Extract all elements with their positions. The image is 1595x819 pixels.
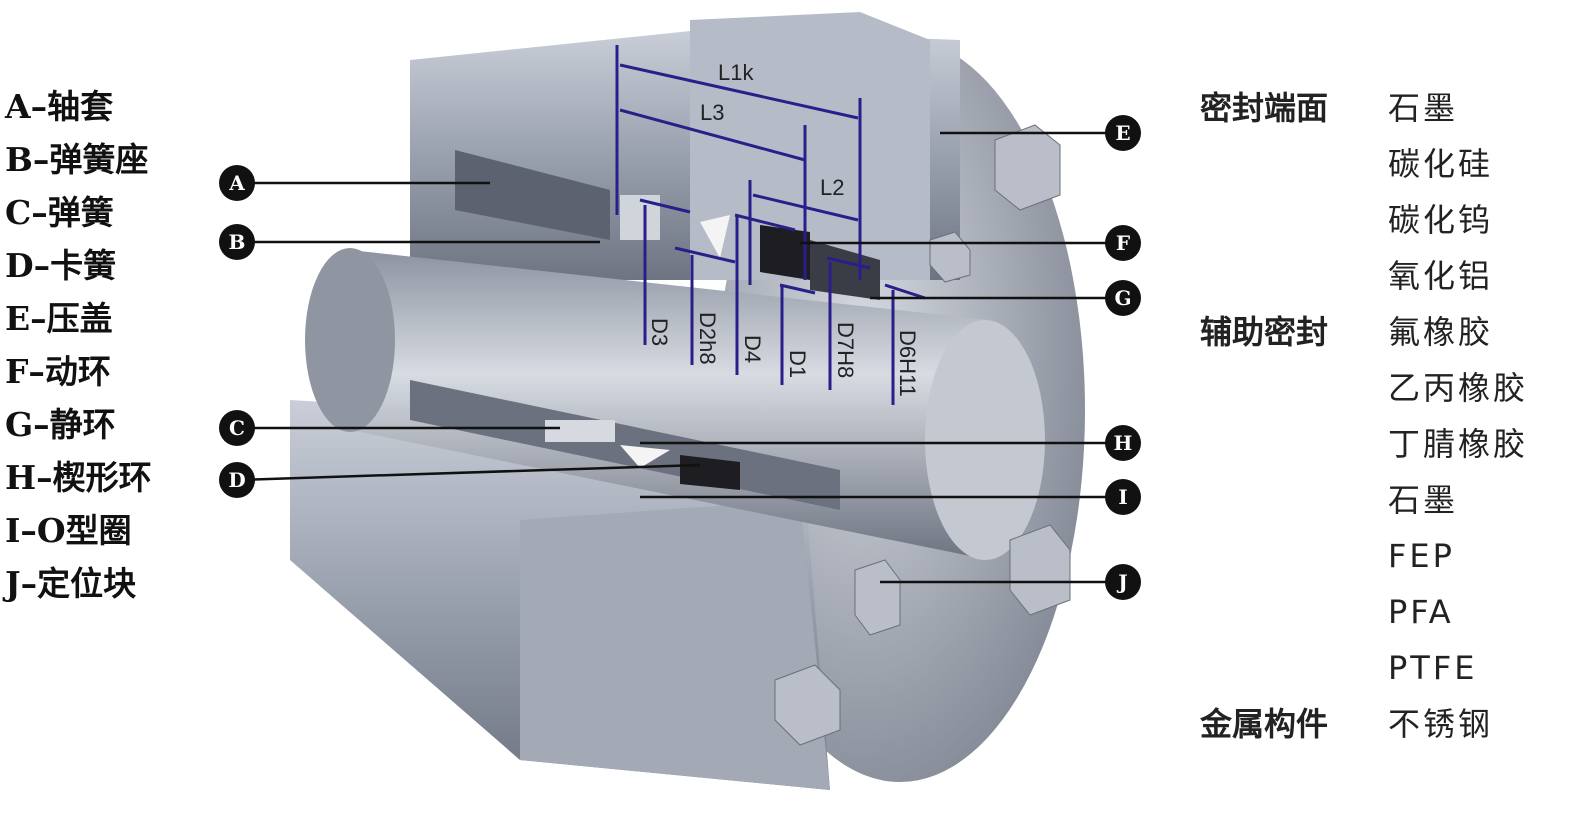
callout-markers: A B C D E F G H I J bbox=[219, 115, 1141, 600]
dimension-lines bbox=[615, 45, 926, 405]
legend-item: D–卡簧 bbox=[5, 246, 117, 285]
material-category: 密封端面 bbox=[1200, 89, 1329, 127]
svg-text:D: D bbox=[228, 468, 245, 492]
dim-D2h8: D2h8 bbox=[695, 312, 720, 365]
material-value: 碳化钨 bbox=[1388, 201, 1494, 239]
dim-D3: D3 bbox=[647, 318, 672, 346]
material-row: 石墨 bbox=[1200, 472, 1528, 528]
material-category: 辅助密封 bbox=[1200, 313, 1329, 351]
callout-H: H bbox=[1105, 425, 1141, 461]
callout-F: F bbox=[1105, 225, 1141, 261]
material-value: PTFE bbox=[1388, 649, 1478, 687]
material-value: FEP bbox=[1388, 537, 1455, 575]
legend-item: B–弹簧座 bbox=[5, 140, 149, 179]
parts-legend: A–轴套 B–弹簧座 C–弹簧 D–卡簧 E–压盖 F–动环 G–静环 H–楔形… bbox=[5, 80, 152, 610]
legend-item: G–静环 bbox=[5, 405, 116, 444]
svg-text:F: F bbox=[1116, 231, 1130, 255]
legend-item: A–轴套 bbox=[5, 87, 114, 126]
material-row: 金属构件 不锈钢 bbox=[1200, 696, 1528, 752]
material-row: 辅助密封 氟橡胶 bbox=[1200, 304, 1528, 360]
svg-text:H: H bbox=[1114, 431, 1133, 455]
svg-text:A: A bbox=[228, 171, 245, 195]
dim-L2: L2 bbox=[820, 175, 844, 200]
material-row: 密封端面 石墨 bbox=[1200, 80, 1528, 136]
material-row: 氧化铝 bbox=[1200, 248, 1528, 304]
svg-text:C: C bbox=[229, 416, 245, 440]
callout-A: A bbox=[219, 165, 255, 201]
callout-I: I bbox=[1105, 479, 1141, 515]
material-row: PFA bbox=[1200, 584, 1528, 640]
material-value: 碳化硅 bbox=[1388, 145, 1494, 183]
materials-table: 密封端面石墨 碳化硅 碳化钨 氧化铝 辅助密封氟橡胶 乙丙橡胶 丁腈橡胶 石墨 … bbox=[1200, 80, 1528, 752]
dim-D4: D4 bbox=[740, 335, 765, 363]
callout-G: G bbox=[1105, 280, 1141, 316]
material-value: PFA bbox=[1388, 593, 1454, 631]
material-row: 乙丙橡胶 bbox=[1200, 360, 1528, 416]
dim-D6H11: D6H11 bbox=[895, 330, 920, 397]
svg-text:J: J bbox=[1116, 570, 1127, 594]
legend-item: F–动环 bbox=[5, 352, 111, 391]
legend-item: J–定位块 bbox=[5, 564, 137, 603]
callout-B: B bbox=[219, 224, 255, 260]
bolt-icons bbox=[774, 124, 1071, 746]
legend-item: I–O型圈 bbox=[5, 511, 132, 550]
material-value: 不锈钢 bbox=[1388, 705, 1494, 743]
legend-item: H–楔形环 bbox=[5, 458, 152, 497]
material-value: 乙丙橡胶 bbox=[1388, 369, 1529, 407]
svg-text:E: E bbox=[1115, 121, 1130, 145]
material-value: 丁腈橡胶 bbox=[1388, 425, 1529, 463]
material-value: 石墨 bbox=[1388, 89, 1459, 127]
material-value: 氟橡胶 bbox=[1388, 313, 1494, 351]
material-value: 石墨 bbox=[1388, 481, 1459, 519]
legend-item: C–弹簧 bbox=[5, 193, 114, 232]
material-row: 碳化钨 bbox=[1200, 192, 1528, 248]
material-row: 碳化硅 bbox=[1200, 136, 1528, 192]
material-row: 丁腈橡胶 bbox=[1200, 416, 1528, 472]
svg-text:B: B bbox=[229, 230, 246, 254]
svg-text:I: I bbox=[1118, 485, 1127, 509]
leader-lines bbox=[236, 131, 1123, 584]
callout-D: D bbox=[219, 462, 255, 498]
callout-J: J bbox=[1105, 564, 1141, 600]
svg-text:G: G bbox=[1114, 286, 1131, 310]
dim-D7H8: D7H8 bbox=[833, 322, 858, 378]
material-row: FEP bbox=[1200, 528, 1528, 584]
material-value: 氧化铝 bbox=[1388, 257, 1494, 295]
legend-item: E–压盖 bbox=[5, 299, 113, 338]
callout-E: E bbox=[1105, 115, 1141, 151]
material-row: PTFE bbox=[1200, 640, 1528, 696]
callout-C: C bbox=[219, 410, 255, 446]
dim-L1k: L1k bbox=[718, 60, 754, 85]
dim-D1: D1 bbox=[785, 350, 810, 378]
dim-L3: L3 bbox=[700, 100, 724, 125]
material-category: 金属构件 bbox=[1200, 705, 1329, 743]
